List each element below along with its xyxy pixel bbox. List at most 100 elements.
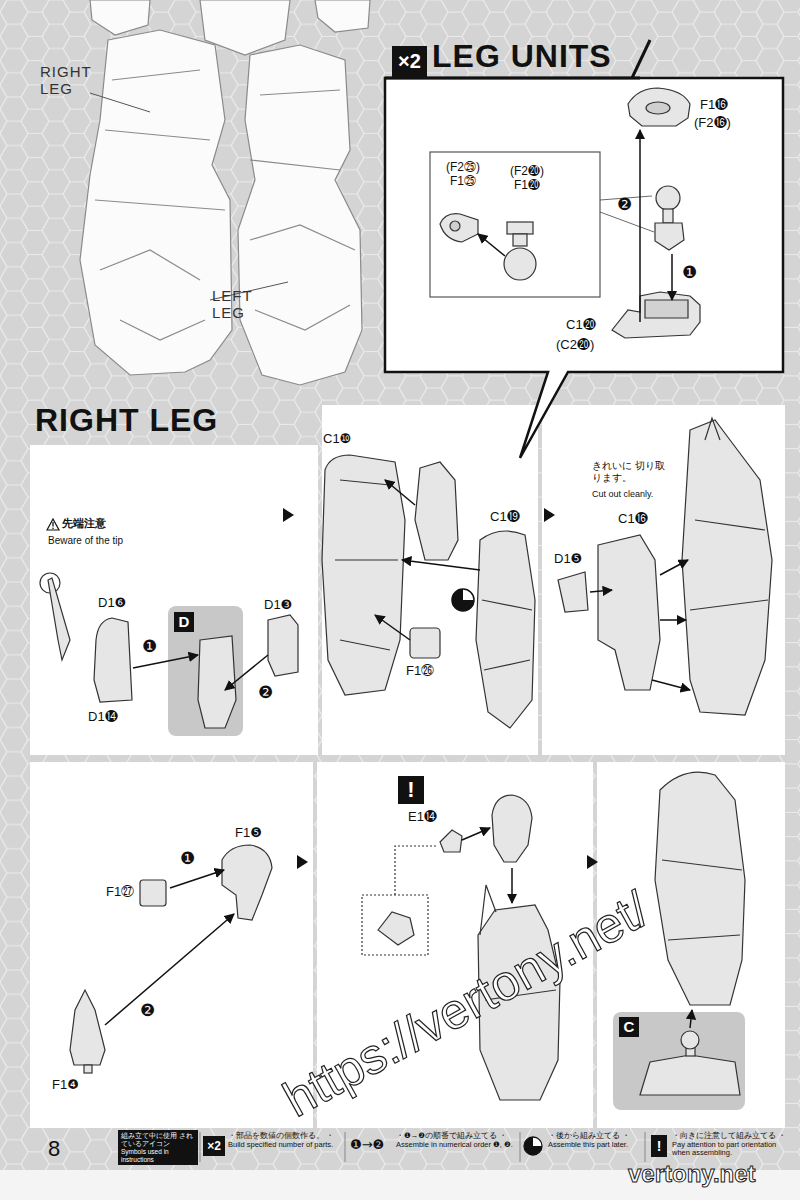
caution-note: Beware of the tip — [48, 535, 123, 547]
panel-frame — [385, 40, 783, 458]
step-number: ❷ — [140, 1002, 155, 1019]
assembly-arrow — [402, 560, 480, 570]
assembly-arrow — [511, 868, 513, 903]
legend-title-box: 組み立て中に使用 されているアイコンSymbols used in instru… — [118, 1130, 198, 1165]
step-number: ❷ — [258, 684, 273, 701]
part-drawing — [492, 795, 532, 862]
legend-entry: ・後から組み立てる ・Assemble this part later. — [548, 1132, 640, 1149]
assembly-arrow — [660, 619, 686, 621]
node-heading: ×2 — [392, 46, 427, 76]
page-number: 8 — [48, 1136, 60, 1161]
part-drawing — [655, 772, 745, 1005]
step-panel — [30, 762, 313, 1128]
legend-entry: ・❶→❷の順番で組み立てる ・Assemble in numerical ord… — [396, 1132, 516, 1149]
part-drawing — [504, 248, 536, 280]
part-drawing — [140, 880, 166, 906]
part-drawing — [198, 636, 236, 728]
part-number: D1❻ — [98, 596, 126, 611]
part-drawing — [362, 895, 428, 955]
assembly-arrow — [660, 560, 688, 575]
warning-symbol — [47, 519, 59, 530]
legend-icon: ! — [651, 1135, 667, 1157]
part-drawing — [94, 618, 132, 702]
background-pattern — [0, 0, 800, 1170]
part-drawing — [681, 1031, 699, 1049]
assembly-arrow — [105, 130, 692, 1028]
part-drawing — [378, 912, 414, 945]
warning-symbol — [47, 519, 59, 530]
part-drawing — [482, 600, 532, 670]
robot-illustration — [80, 0, 370, 385]
part-drawing — [222, 845, 272, 920]
assembly-arrow — [105, 914, 234, 1025]
part-drawing — [645, 300, 688, 318]
part-number: F1㉖ — [406, 664, 434, 679]
part-drawing — [656, 186, 680, 210]
background-pattern — [0, 0, 800, 1170]
step-panel — [30, 405, 785, 1128]
instruction-note: きれいに 切り取ります。 — [592, 460, 666, 483]
runner-badge: D — [168, 606, 243, 736]
part-drawing — [476, 531, 535, 728]
panel-frame — [600, 196, 654, 232]
part-drawing — [415, 462, 458, 560]
flow-triangle — [587, 855, 598, 869]
panel-frame — [430, 152, 600, 297]
panel-frame — [385, 78, 783, 458]
legend-icon: ×2 — [203, 1136, 225, 1156]
part-drawing — [440, 830, 462, 852]
assembly-arrow — [590, 590, 612, 592]
part-number: (C2⓴) — [556, 338, 594, 353]
part-drawing — [613, 1012, 745, 1110]
part-drawing — [682, 420, 772, 715]
part-number: D1❺ — [554, 552, 582, 567]
assembly-arrow — [170, 870, 224, 888]
step-panel — [322, 405, 538, 755]
callout-label: LEFT LEG — [212, 288, 262, 321]
node-heading: (F2㉕) F1㉕ — [438, 160, 488, 189]
part-drawing — [663, 209, 673, 223]
legend-text: ・向きに注意して組み立てる ・Pay attention to part ori… — [672, 1132, 790, 1158]
part-drawing — [168, 606, 243, 736]
flow-triangle — [297, 855, 308, 869]
legend-separator — [345, 1132, 346, 1162]
warning-symbol — [52, 522, 53, 527]
part-drawing — [628, 88, 690, 126]
part-number: (F2⓰) — [694, 116, 731, 131]
later-icon — [452, 589, 474, 611]
assembly-arrow — [133, 655, 198, 668]
warning-symbol — [52, 528, 54, 530]
robot-illustration — [95, 70, 355, 340]
legend-text: ・部品を数値の個数作る。 ・Build specified number of … — [228, 1132, 338, 1149]
node-heading: LEG UNITS — [432, 39, 612, 74]
robot-illustration — [315, 0, 370, 32]
part-number: F1⓰ — [700, 98, 728, 113]
assembly-arrow — [385, 480, 415, 505]
part-drawing — [268, 615, 298, 676]
legend-entry: ・向きに注意して組み立てる ・Pay attention to part ori… — [672, 1132, 790, 1158]
part-drawing — [70, 990, 105, 1065]
assembly-arrow — [639, 130, 641, 322]
flow-triangle — [544, 508, 555, 522]
part-number: C1❿ — [323, 432, 351, 447]
assembly-arrow — [462, 828, 490, 840]
robot-illustration — [90, 93, 288, 300]
part-number: D1⓮ — [88, 710, 118, 725]
part-drawing — [612, 292, 700, 338]
legend-icon: ❶→❷ — [350, 1138, 384, 1153]
step-panel — [30, 445, 318, 755]
part-number: F1❺ — [235, 826, 262, 841]
assembly-arrow — [671, 254, 673, 300]
legend-separator — [645, 1132, 646, 1162]
later-icon — [452, 589, 474, 611]
part-number: D1❸ — [264, 598, 292, 613]
part-number: E1⓮ — [408, 810, 437, 825]
caution-note: 先端注意 — [62, 517, 106, 530]
legend-separator — [520, 1132, 521, 1162]
part-drawing — [84, 1065, 92, 1073]
later-icon — [452, 589, 542, 1155]
part-drawing — [655, 223, 684, 250]
part-number: F1❹ — [52, 1078, 79, 1093]
part-drawing — [513, 234, 527, 246]
